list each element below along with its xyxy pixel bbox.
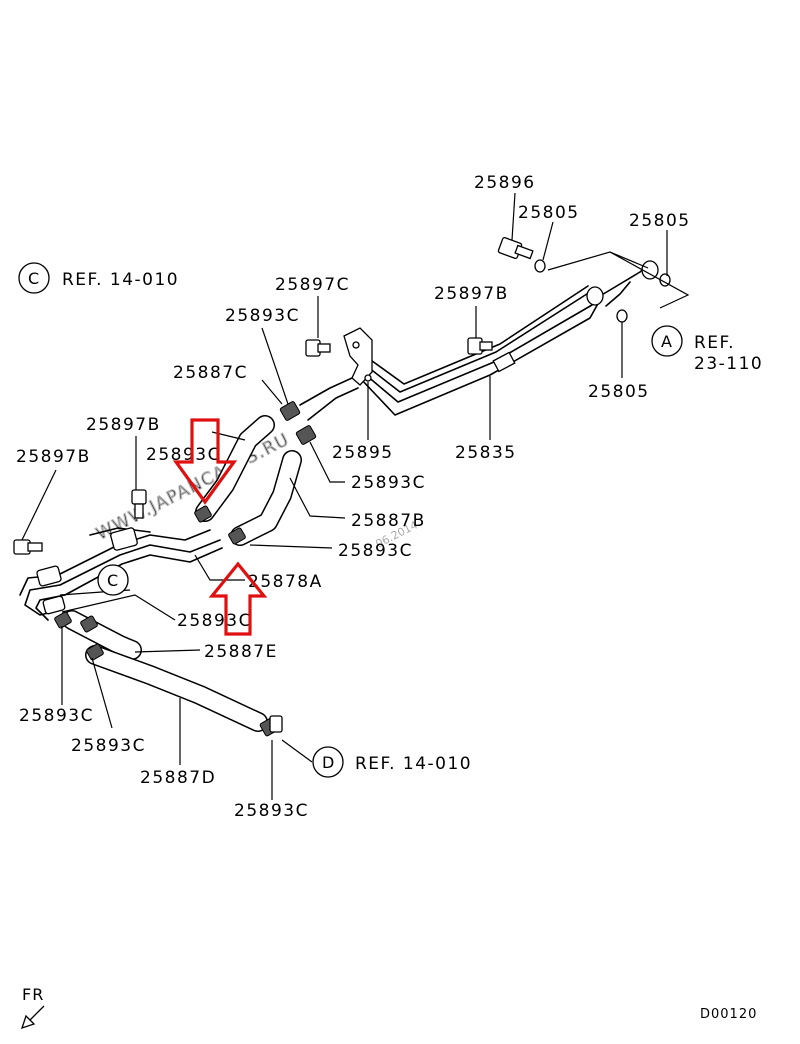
ref-d-circle-letter: D bbox=[322, 753, 334, 772]
label-25878a: 25878A bbox=[248, 572, 323, 592]
bolt-25897b-top bbox=[467, 337, 493, 355]
diagram-code: D00120 bbox=[700, 1007, 757, 1022]
label-25835: 25835 bbox=[455, 443, 517, 463]
hose-25887d bbox=[85, 645, 268, 732]
label-25893c-top: 25893C bbox=[225, 306, 300, 326]
label-25895: 25895 bbox=[332, 443, 394, 463]
ref-a-circle-letter: A bbox=[661, 332, 672, 351]
leader-lines bbox=[21, 192, 668, 800]
bracket-25895 bbox=[299, 327, 373, 421]
ref-a-callout: A REF. 23-110 bbox=[651, 325, 763, 374]
front-label: FR bbox=[22, 985, 44, 1004]
bolt-25897b-left bbox=[13, 539, 43, 555]
washer-icon bbox=[616, 309, 628, 323]
ref-c-mark-letter: C bbox=[107, 571, 118, 590]
hose-25887b bbox=[230, 450, 302, 546]
front-direction-indicator: FR bbox=[20, 985, 45, 1030]
label-25887b: 25887B bbox=[351, 511, 426, 531]
label-25893c-low: 25893C bbox=[177, 611, 252, 631]
label-25805-top: 25805 bbox=[518, 203, 580, 223]
banjo-bolt-25896 bbox=[497, 236, 534, 260]
ref-d-callout: D REF. 14-010 bbox=[312, 746, 472, 778]
ref-c-mark: C bbox=[97, 564, 129, 596]
highlight-arrow-up-icon bbox=[208, 561, 268, 636]
label-25897b-left: 25897B bbox=[86, 415, 161, 435]
front-arrow-icon bbox=[20, 1005, 45, 1030]
label-25893c-bot: 25893C bbox=[234, 801, 309, 821]
label-25805-bottom: 25805 bbox=[588, 382, 650, 402]
ref-a-text2: 23-110 bbox=[694, 354, 763, 374]
label-25893c-l1: 25893C bbox=[19, 706, 94, 726]
label-25887d: 25887D bbox=[140, 768, 216, 788]
ref-a-text1: REF. bbox=[694, 333, 735, 353]
label-25897b-top: 25897B bbox=[434, 284, 509, 304]
label-25893c-mid: 25893C bbox=[351, 473, 426, 493]
label-25893c-mid2: 25893C bbox=[338, 541, 413, 561]
label-25887c: 25887C bbox=[173, 363, 248, 383]
hose-25887c bbox=[195, 415, 275, 522]
bolt-25897b-mid bbox=[131, 489, 147, 519]
pipe-assembly-25878a bbox=[19, 527, 223, 621]
label-25893c-arrow: 25893C bbox=[146, 445, 221, 465]
ref-d-text: REF. 14-010 bbox=[355, 754, 472, 774]
clamps-25893c bbox=[54, 401, 317, 737]
label-25887e: 25887E bbox=[204, 642, 278, 662]
ref-c-text: REF. 14-010 bbox=[62, 270, 179, 290]
ref-c-callout: C REF. 14-010 bbox=[18, 262, 179, 294]
bolt-25897c bbox=[305, 339, 331, 357]
highlight-arrow-down-icon bbox=[172, 418, 238, 505]
ref-c-circle-letter: C bbox=[28, 269, 39, 288]
label-25897c: 25897C bbox=[275, 275, 350, 295]
washer-icon bbox=[534, 259, 546, 273]
label-25896: 25896 bbox=[474, 173, 536, 193]
label-25893c-l2: 25893C bbox=[71, 736, 146, 756]
label-25897b-left2: 25897B bbox=[16, 447, 91, 467]
label-25805-right: 25805 bbox=[629, 211, 691, 231]
